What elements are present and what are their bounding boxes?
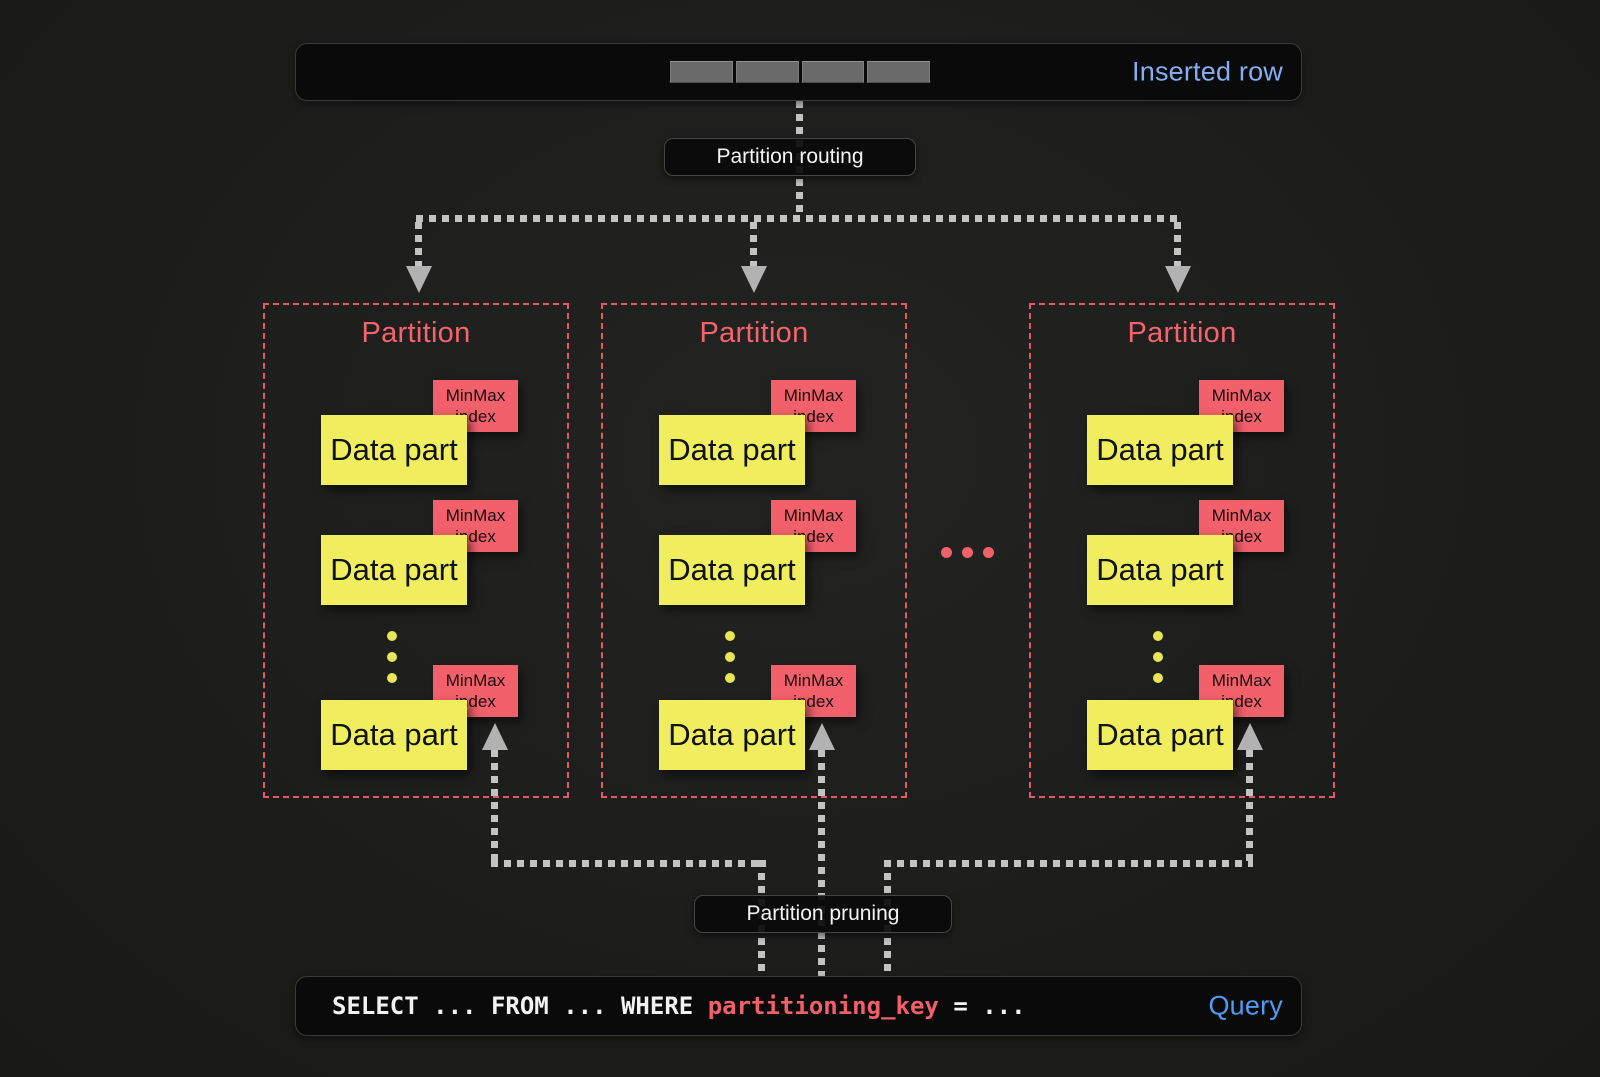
ellipsis-dot [725, 673, 735, 683]
partition-title: Partition [361, 317, 471, 349]
query-box: SELECT ... FROM ... WHERE partitioning_k… [295, 976, 1302, 1036]
sql-query-after: = ... [938, 992, 1026, 1020]
pruning-line-left [491, 750, 498, 864]
partition-box-1: Partition MinMax index Data part MinMax … [263, 303, 569, 798]
up-arrow-icon [482, 723, 508, 750]
pruning-branch-line-left [491, 860, 766, 867]
up-arrow-icon [1237, 723, 1263, 750]
sql-query-text: SELECT ... FROM ... WHERE partitioning_k… [332, 992, 1026, 1020]
routing-drop-line-right [1174, 222, 1181, 267]
data-part-box: Data part [659, 415, 805, 485]
data-part-box: Data part [321, 535, 467, 605]
down-arrow-icon [1165, 266, 1191, 293]
partition-box-3: Partition MinMax index Data part MinMax … [1029, 303, 1335, 798]
down-arrow-icon [406, 266, 432, 293]
routing-drop-line-middle [750, 222, 757, 267]
partition-box-2: Partition MinMax index Data part MinMax … [601, 303, 907, 798]
data-part-box: Data part [659, 700, 805, 770]
row-segment [867, 61, 930, 83]
data-part-box: Data part [1087, 535, 1233, 605]
query-label: Query [1208, 990, 1283, 1021]
partition-title: Partition [1127, 317, 1237, 349]
sql-query-before: SELECT ... FROM ... WHERE [332, 992, 708, 1020]
inserted-row-label: Inserted row [1132, 56, 1283, 87]
row-segment [801, 61, 865, 83]
ellipsis-dot [1153, 631, 1163, 641]
pruning-line-middle [818, 750, 825, 976]
routing-branch-line [416, 215, 1182, 222]
ellipsis-dot [1153, 673, 1163, 683]
pruning-branch-line-right [884, 860, 1253, 867]
inserted-row-box: Inserted row [295, 43, 1302, 101]
ellipsis-dot [962, 547, 973, 558]
data-part-box: Data part [321, 700, 467, 770]
ellipsis-dot [387, 673, 397, 683]
partitions-ellipsis [941, 547, 994, 558]
routing-drop-line-left [415, 222, 422, 267]
inserted-row-segments [670, 61, 930, 83]
ellipsis-dot [983, 547, 994, 558]
ellipsis-dot [941, 547, 952, 558]
data-part-box: Data part [659, 535, 805, 605]
ellipsis-dot [725, 631, 735, 641]
partition-title: Partition [699, 317, 809, 349]
ellipsis-dot [387, 631, 397, 641]
partition-pruning-label: Partition pruning [694, 895, 952, 933]
down-arrow-icon [741, 266, 767, 293]
data-part-box: Data part [1087, 415, 1233, 485]
ellipsis-dot [725, 652, 735, 662]
up-arrow-icon [809, 723, 835, 750]
ellipsis-dot [1153, 652, 1163, 662]
data-part-box: Data part [321, 415, 467, 485]
row-segment [670, 61, 733, 83]
row-segment [735, 61, 799, 83]
partition-routing-label: Partition routing [664, 138, 916, 176]
sql-partitioning-key: partitioning_key [707, 992, 939, 1020]
ellipsis-dot [387, 652, 397, 662]
data-part-box: Data part [1087, 700, 1233, 770]
pruning-line-right [1246, 750, 1253, 864]
